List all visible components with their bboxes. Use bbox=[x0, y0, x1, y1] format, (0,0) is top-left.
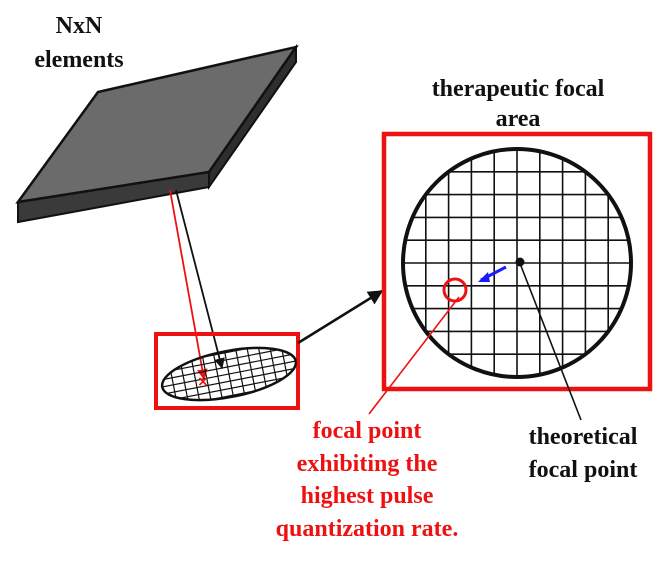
small-highlight-box bbox=[154, 332, 300, 410]
small-grid-line-horizontal bbox=[158, 352, 297, 381]
small-grid-line-horizontal bbox=[162, 374, 301, 403]
small-grid-line-horizontal bbox=[161, 367, 300, 396]
therapeutic-focal-area bbox=[381, 131, 653, 392]
area-label-line2: area bbox=[496, 106, 541, 132]
highest-rate-label-line1: focal point bbox=[313, 418, 422, 444]
theoretical-leader-line bbox=[520, 265, 582, 421]
highest-rate-label-line3: highest pulse bbox=[301, 483, 434, 509]
area-label-line1: therapeutic focal bbox=[432, 76, 605, 102]
small-grid-line-horizontal bbox=[157, 345, 296, 374]
beam-line-red bbox=[169, 189, 208, 381]
small-grid-rotated bbox=[157, 338, 301, 410]
focal-shift-arrowhead bbox=[478, 272, 490, 282]
theoretical-label-line1: theoretical bbox=[529, 424, 638, 450]
small-focal-marker: × bbox=[197, 374, 209, 390]
theoretical-focal-point-dot bbox=[515, 257, 525, 267]
beam-line-black bbox=[175, 189, 225, 370]
small-focal-ellipse bbox=[160, 346, 298, 402]
array-top-face bbox=[15, 45, 299, 204]
highest-rate-label-line4: quantization rate. bbox=[276, 516, 459, 542]
small-focal-zone: × bbox=[154, 332, 301, 410]
magnify-arrow bbox=[297, 289, 384, 345]
focal-area-grid bbox=[403, 149, 631, 377]
highest-rate-label-line2: exhibiting the bbox=[297, 451, 438, 477]
transducer-array bbox=[15, 43, 299, 224]
small-focal-grid bbox=[157, 338, 301, 410]
red-leader-line bbox=[368, 296, 460, 415]
theoretical-label-line2: focal point bbox=[529, 457, 638, 483]
array-label-line2: elements bbox=[34, 47, 123, 73]
focal-area-circle bbox=[401, 147, 633, 379]
array-label-line1: NxN bbox=[56, 13, 103, 39]
small-grid-line-horizontal bbox=[160, 360, 298, 388]
